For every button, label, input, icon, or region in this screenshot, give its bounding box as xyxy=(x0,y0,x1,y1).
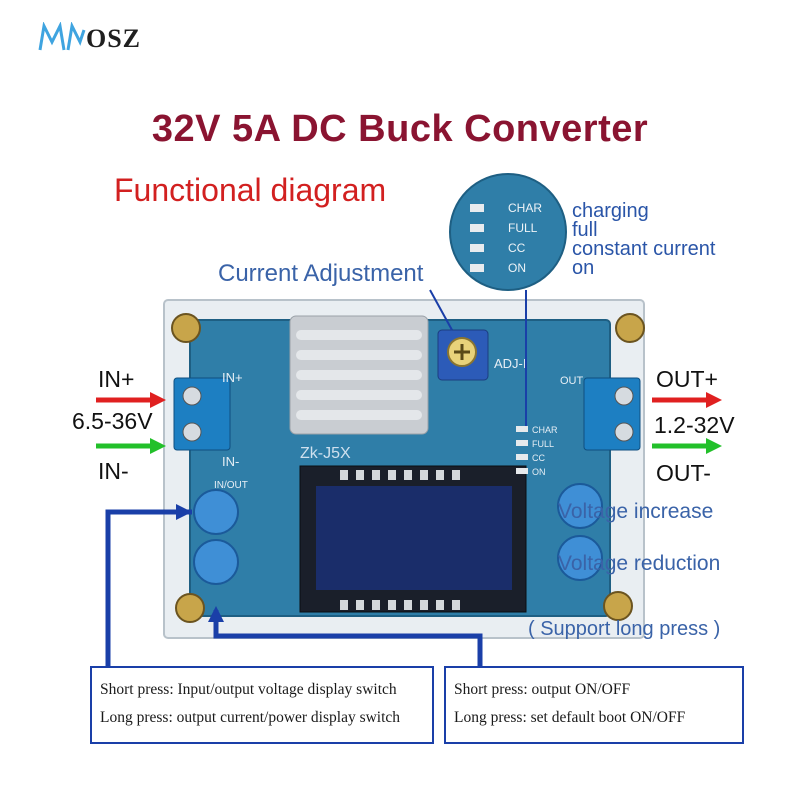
box-left-line1: Short press: Input/output voltage displa… xyxy=(100,681,397,698)
input-range-label: 6.5-36V xyxy=(72,408,153,434)
current-adjustment-label: Current Adjustment xyxy=(218,260,424,287)
board-in-minus-mark: IN- xyxy=(222,454,239,469)
brand-logo-text: OSZ xyxy=(86,24,142,53)
output-minus-label: OUT- xyxy=(656,460,711,486)
screw-icon xyxy=(171,313,645,623)
lcd-display xyxy=(299,465,527,613)
output-minus-arrow-icon xyxy=(652,438,722,454)
box-right-line1: Short press: output ON/OFF xyxy=(454,681,631,698)
voltage-increase-label: Voltage increase xyxy=(558,500,714,523)
board-led-on: ON xyxy=(532,467,546,477)
legend-on: on xyxy=(572,257,595,279)
board-in-plus-mark: IN+ xyxy=(222,370,243,385)
button-voltage-icon xyxy=(557,483,603,581)
heatsink-icon xyxy=(289,315,429,435)
potentiometer-icon xyxy=(437,329,489,381)
output-plus-arrow-icon xyxy=(652,392,722,408)
voltage-reduction-label: Voltage reduction xyxy=(558,552,721,575)
page-title: 32V 5A DC Buck Converter xyxy=(151,108,649,150)
inset-led-on: ON xyxy=(508,261,526,275)
button-inout-icon xyxy=(193,489,239,585)
board-led-char: CHAR xyxy=(532,425,558,435)
board-led-icon xyxy=(516,426,528,474)
connector-right-line xyxy=(213,610,483,666)
board-model-label: Zk-J5X xyxy=(300,445,351,462)
output-terminal-icon xyxy=(583,377,641,451)
info-box-display-switch: Short press: Input/output voltage displa… xyxy=(90,666,434,744)
inset-led-cc: CC xyxy=(508,241,526,255)
legend-full: full xyxy=(572,219,598,241)
brand-logo-icon xyxy=(38,22,86,51)
board-inout-mark: IN/OUT xyxy=(214,480,248,491)
board-adj-label: ADJ-I xyxy=(494,356,527,371)
board-out-mark: OUT xyxy=(560,375,584,387)
output-plus-label: OUT+ xyxy=(656,366,718,392)
led-legend: charging full constant current on xyxy=(572,200,716,279)
output-range-label: 1.2-32V xyxy=(654,412,735,438)
page-subtitle: Functional diagram xyxy=(114,172,387,208)
legend-constant-current: constant current xyxy=(572,238,716,260)
connector-left-line xyxy=(105,509,192,666)
inset-led-full: FULL xyxy=(508,221,538,235)
led-inset: CHAR FULL CC ON xyxy=(449,173,567,291)
legend-charging: charging xyxy=(572,200,649,222)
inset-led-char: CHAR xyxy=(508,201,542,215)
long-press-note: ( Support long press ) xyxy=(528,618,721,640)
board-led-full: FULL xyxy=(532,439,554,449)
board-led-cc: CC xyxy=(532,453,545,463)
input-plus-arrow-icon xyxy=(96,392,166,408)
input-terminal-icon xyxy=(173,377,231,451)
pot-pointer-line xyxy=(429,289,453,331)
box-right-line2: Long press: set default boot ON/OFF xyxy=(454,709,686,726)
info-box-output-switch: Short press: output ON/OFF Long press: s… xyxy=(444,666,744,744)
input-plus-label: IN+ xyxy=(98,366,135,392)
input-minus-arrow-icon xyxy=(96,438,166,454)
box-left-line2: Long press: output current/power display… xyxy=(100,709,401,726)
input-minus-label: IN- xyxy=(98,458,129,484)
